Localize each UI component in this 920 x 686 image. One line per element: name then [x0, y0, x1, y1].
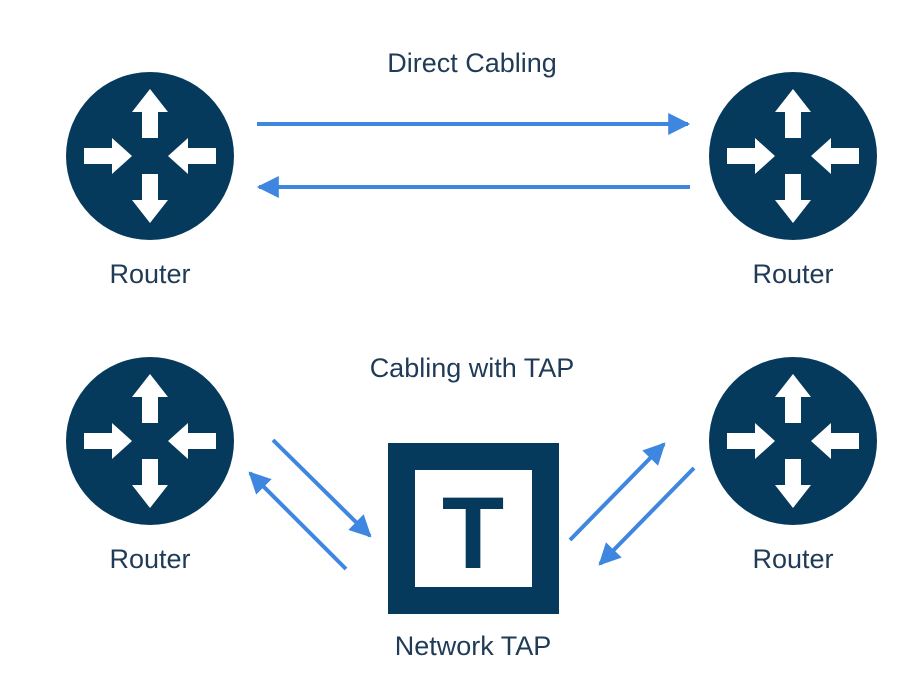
- router-label: Router: [752, 544, 833, 574]
- direct-cabling-title: Direct Cabling: [387, 48, 557, 78]
- network-tap-label: Network TAP: [395, 631, 552, 661]
- tap-letter: T: [442, 476, 504, 590]
- tap-cabling-title: Cabling with TAP: [370, 353, 575, 383]
- link-arrow-from-tap: [248, 471, 348, 571]
- router-icon: [709, 72, 877, 240]
- router-icon: [709, 357, 877, 525]
- link-arrow-tap-to-router: [568, 442, 666, 542]
- router-label: Router: [109, 259, 190, 289]
- link-arrow-to-tap: [271, 438, 372, 538]
- router-label: Router: [752, 259, 833, 289]
- router-label: Router: [109, 544, 190, 574]
- router-icon: [66, 357, 234, 525]
- router-icon: [66, 72, 234, 240]
- link-arrow-router-to-tap: [598, 466, 696, 566]
- network-tap-icon: T: [388, 443, 559, 614]
